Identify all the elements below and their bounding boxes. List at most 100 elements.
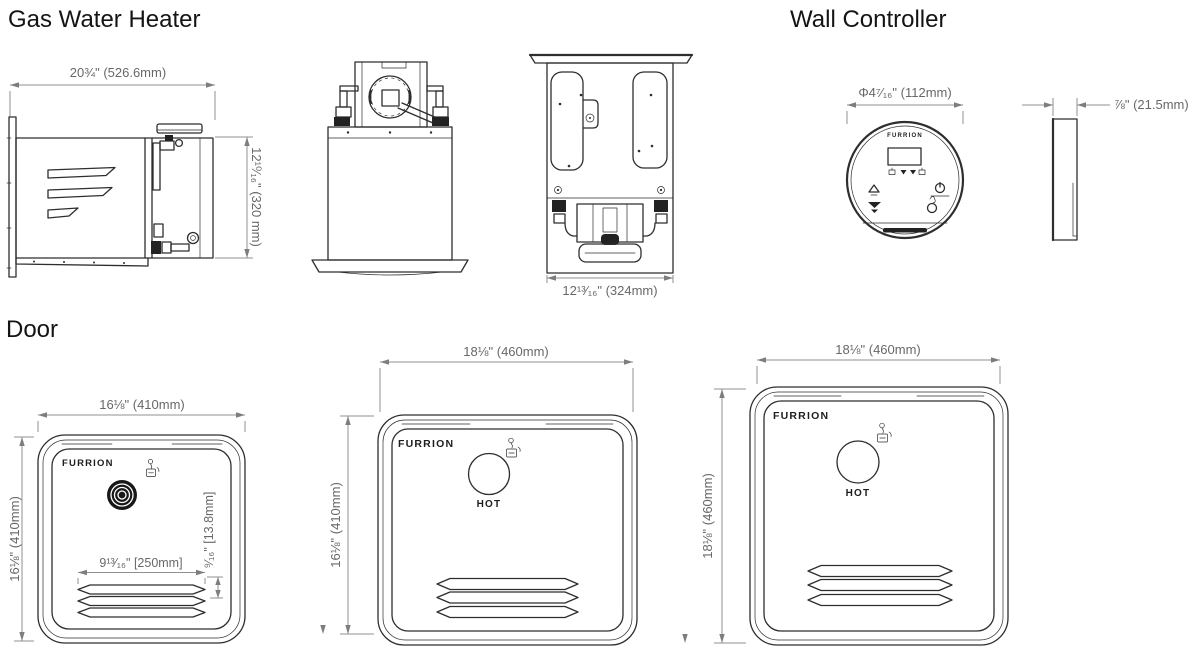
drain-fitting xyxy=(153,223,164,238)
panel-notch xyxy=(582,99,599,129)
housing-edges xyxy=(361,61,421,128)
up-arrow-button-icon xyxy=(868,184,880,193)
warning-flame xyxy=(510,442,513,449)
door3-width-dimension: 18⅛" (460mm) xyxy=(756,342,1001,384)
mode-icon-row xyxy=(888,167,926,175)
gas-valve xyxy=(601,234,619,245)
heater-rear-view: 12¹³⁄₁₆" (324mm) xyxy=(528,53,694,298)
pipe-fitting xyxy=(159,140,175,151)
extension-line xyxy=(215,136,253,259)
warning-marks xyxy=(148,467,160,474)
extension-line xyxy=(756,366,1001,384)
right-elbow-fitting xyxy=(432,117,449,126)
door1-width-dimension: 16⅛" (410mm) xyxy=(37,397,246,432)
louver xyxy=(807,593,953,607)
flame-warning-icon xyxy=(506,437,521,458)
left-pipe xyxy=(339,85,359,92)
door-face xyxy=(763,400,995,632)
louver xyxy=(47,186,113,199)
dimension-label: 18⅛" (460mm) xyxy=(463,344,549,359)
hex-nut xyxy=(161,241,172,254)
flame-warning-icon xyxy=(877,422,892,443)
door-inner-frame xyxy=(754,391,1004,641)
arrowhead xyxy=(215,577,221,598)
door1-louver-pitch-dimension: ⁹⁄₁₆" [13.8mm] xyxy=(202,492,223,599)
right-pipe-drop xyxy=(435,90,444,108)
extension-arrowhead xyxy=(320,625,326,634)
warning-tank xyxy=(146,468,156,477)
louver xyxy=(436,605,579,619)
dimension-label: ⁹⁄₁₆" [13.8mm] xyxy=(202,492,216,569)
exhaust-vent xyxy=(156,123,203,134)
elbow-port xyxy=(190,235,196,241)
brand-logo: FURRION xyxy=(773,410,829,422)
mount-hole xyxy=(554,186,562,194)
vent-ring xyxy=(117,490,127,500)
dimension-label: 9¹³⁄₁₆" [250mm] xyxy=(99,556,182,570)
right-pipe xyxy=(426,85,444,92)
brand-logo: FURRION xyxy=(887,133,923,139)
dimension-label: 12¹⁰⁄₁₆" (320 mm) xyxy=(249,147,264,247)
dimension-label: 20¾" (526.6mm) xyxy=(70,65,166,80)
warning-flame xyxy=(150,463,153,469)
notch-dot xyxy=(589,117,591,119)
door-inner-frame xyxy=(382,419,633,641)
controller-bezel xyxy=(845,120,965,240)
section-title-gas-water-heater: Gas Water Heater xyxy=(8,6,201,33)
extension-line xyxy=(1052,98,1078,116)
door1-drawing: FURRION xyxy=(37,434,246,644)
down-arrow-button-icon-2 xyxy=(871,209,878,213)
housing-top-plate xyxy=(381,61,407,69)
right-fitting xyxy=(654,200,668,212)
door2-width-dimension: 18⅛" (460mm) xyxy=(379,344,634,412)
valve-handle xyxy=(165,135,173,141)
dimension-label: 16⅛" (410mm) xyxy=(7,496,22,582)
louver xyxy=(47,207,79,219)
extension-line xyxy=(37,421,246,432)
screw xyxy=(63,261,65,263)
notch-port xyxy=(585,113,595,123)
heater-body xyxy=(15,137,214,259)
flange-ticks xyxy=(6,137,12,269)
door-medium-view: 18⅛" (460mm) 16⅛" (410mm) FURRION xyxy=(320,344,638,646)
heater-rear-width-dimension: 12¹³⁄₁₆" (324mm) xyxy=(546,275,674,298)
dimension-label: 12¹³⁄₁₆" (324mm) xyxy=(562,283,657,298)
door-small-view: 16⅛" (410mm) 16⅛" (410mm) FURRION xyxy=(7,397,246,644)
elbow-flange xyxy=(186,231,200,245)
door2-height-dimension: 16⅛" (410mm) xyxy=(320,415,374,635)
extension-line xyxy=(546,275,674,283)
vent-ring xyxy=(110,483,134,507)
controller-face xyxy=(850,125,960,235)
door-outer-frame xyxy=(377,414,638,646)
heater-side-width-dimension: 20¾" (526.6mm) xyxy=(9,65,216,120)
door-face xyxy=(51,448,232,630)
dimension-label: ⅞" (21.5mm) xyxy=(1114,97,1189,112)
flame-warning-icon xyxy=(146,458,160,477)
left-hex-nut xyxy=(335,106,352,118)
gas-fitting xyxy=(151,241,161,254)
right-hex-nut xyxy=(432,106,449,118)
water-pipes xyxy=(564,222,656,237)
gas-mode-icon xyxy=(888,169,896,175)
rear-panel xyxy=(546,62,674,274)
drop-icon xyxy=(910,170,916,175)
bottom-strip xyxy=(15,257,149,267)
louver xyxy=(47,166,116,179)
controller-slab xyxy=(1052,118,1078,241)
controller-side-drawing xyxy=(1051,117,1078,242)
controller-face-drawing: FURRION xyxy=(845,120,965,240)
left-access-panel xyxy=(550,71,584,171)
right-hex-nut xyxy=(655,213,668,224)
bottom-bar xyxy=(883,228,927,233)
extension-line xyxy=(14,436,34,642)
extension-line xyxy=(77,578,206,584)
door-large-view: 18⅛" (460mm) 18⅛" (460mm) FURRION xyxy=(682,342,1009,646)
vent-ring xyxy=(113,486,131,504)
brand-logo: FURRION xyxy=(62,458,114,469)
screw xyxy=(429,131,433,134)
warning-flame xyxy=(881,427,884,434)
screw xyxy=(93,261,95,264)
drop-icon xyxy=(900,170,907,175)
lcd-display xyxy=(887,147,922,166)
